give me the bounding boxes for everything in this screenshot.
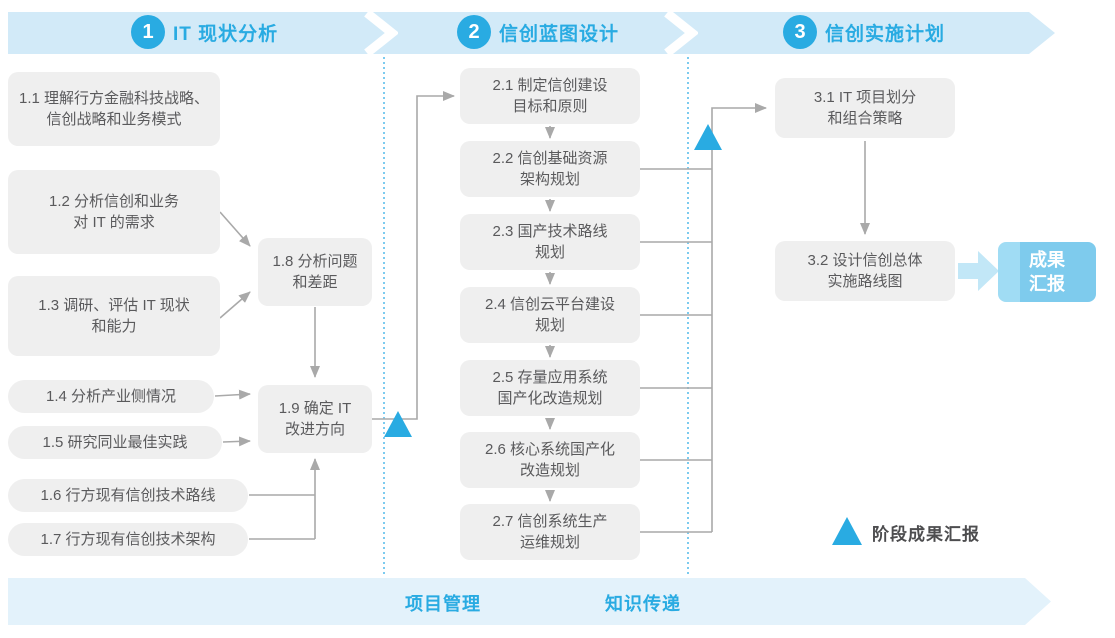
legend-triangle-icon (832, 517, 862, 545)
task-box-1-9: 1.9 确定 IT 改进方向 (258, 385, 372, 453)
phase-1-title: IT 现状分析 (173, 23, 279, 45)
task-box-1-5: 1.5 研究同业最佳实践 (8, 426, 222, 459)
connector-1-4-to-1-9 (214, 389, 251, 400)
phase-2-header: 2 信创蓝图设计 (457, 15, 619, 49)
task-box-3-2: 3.2 设计信创总体 实施路线图 (775, 241, 955, 301)
connector-2x-bus-stubs (640, 168, 712, 533)
task-box-1-8: 1.8 分析问题 和差距 (258, 238, 372, 306)
phase-2-title: 信创蓝图设计 (499, 23, 620, 45)
task-box-2-1: 2.1 制定信创建设 目标和原则 (460, 68, 640, 124)
task-box-2-5: 2.5 存量应用系统 国产化改造规划 (460, 360, 640, 416)
phase-separator-chevron (664, 10, 698, 56)
task-box-2-3: 2.3 国产技术路线 规划 (460, 214, 640, 270)
task-box-3-1: 3.1 IT 项目划分 和组合策略 (775, 78, 955, 138)
milestone-triangle-phase-1 (384, 411, 412, 437)
phase-2-number-badge: 2 (457, 15, 491, 49)
task-box-2-6: 2.6 核心系统国产化 改造规划 (460, 432, 640, 488)
footer-label-project-management: 项目管理 (405, 594, 481, 614)
connector-1-5-to-1-9 (222, 436, 251, 447)
task-box-1-2: 1.2 分析信创和业务 对 IT 的需求 (8, 170, 220, 254)
task-box-1-3: 1.3 调研、评估 IT 现状 和能力 (8, 276, 220, 356)
result-report-box: 成果 汇报 (998, 242, 1096, 302)
connector-1-3-to-1-8 (219, 291, 251, 319)
task-box-2-7: 2.7 信创系统生产 运维规划 (460, 504, 640, 560)
phase-3-header: 3 信创实施计划 (783, 15, 945, 49)
task-box-1-6: 1.6 行方现有信创技术路线 (8, 479, 248, 512)
legend-label: 阶段成果汇报 (872, 525, 980, 544)
task-box-1-7: 1.7 行方现有信创技术架构 (8, 523, 248, 556)
phase-1-number-badge: 1 (131, 15, 165, 49)
footer-label-knowledge-transfer: 知识传递 (605, 594, 681, 614)
phase-1-header: 1 IT 现状分析 (131, 15, 278, 49)
connector-bus-to-3-1 (711, 103, 767, 532)
phase-3-title: 信创实施计划 (825, 23, 946, 45)
task-box-2-4: 2.4 信创云平台建设 规划 (460, 287, 640, 343)
task-box-1-1: 1.1 理解行方金融科技战略、 信创战略和业务模式 (8, 72, 220, 146)
task-box-1-4: 1.4 分析产业侧情况 (8, 380, 214, 413)
connector-1-2-to-1-8 (219, 211, 251, 247)
phase-separator-chevron (364, 10, 398, 56)
footer-ribbon (8, 578, 1051, 625)
phase-ribbon (8, 12, 1055, 54)
result-block-arrow (958, 251, 999, 291)
task-box-2-2: 2.2 信创基础资源 架构规划 (460, 141, 640, 197)
phase-3-number-badge: 3 (783, 15, 817, 49)
milestone-triangle-phase-2 (694, 124, 722, 150)
